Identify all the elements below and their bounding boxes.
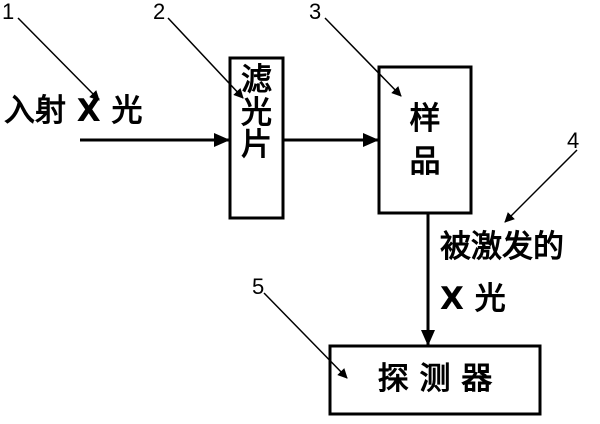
callout-number-5: 5 — [252, 274, 265, 299]
callout-number-1: 1 — [2, 0, 15, 24]
excited-xray-label-line1: 被激发的 — [440, 229, 564, 265]
callout-4-leader — [504, 149, 578, 223]
callout-5-leader — [263, 292, 348, 379]
callout-number-3: 3 — [309, 0, 322, 24]
filter-label-char-3: 片 — [241, 127, 272, 164]
sample-label-char-1: 样 — [409, 101, 441, 137]
callout-2-leader — [167, 17, 244, 99]
callout-number-2: 2 — [153, 0, 166, 24]
sample-label-char-2: 品 — [409, 144, 441, 181]
callout-3-leader — [324, 17, 402, 97]
incident-xray-label: 入射 X 光 — [4, 93, 143, 129]
filter-label-char-2: 光 — [241, 94, 272, 131]
excited-xray-label-line2: X 光 — [440, 281, 506, 317]
sample-label: 样 品 — [379, 98, 471, 185]
detector-label: 探 测 器 — [377, 361, 493, 397]
sample-box — [377, 65, 473, 215]
callout-number-4: 4 — [567, 128, 580, 153]
detector-box — [328, 344, 542, 416]
callout-1-leader — [17, 17, 100, 101]
filter-label: 滤 光 片 — [230, 64, 283, 162]
filter-box — [228, 56, 285, 220]
filter-label-char-1: 滤 — [241, 62, 272, 98]
